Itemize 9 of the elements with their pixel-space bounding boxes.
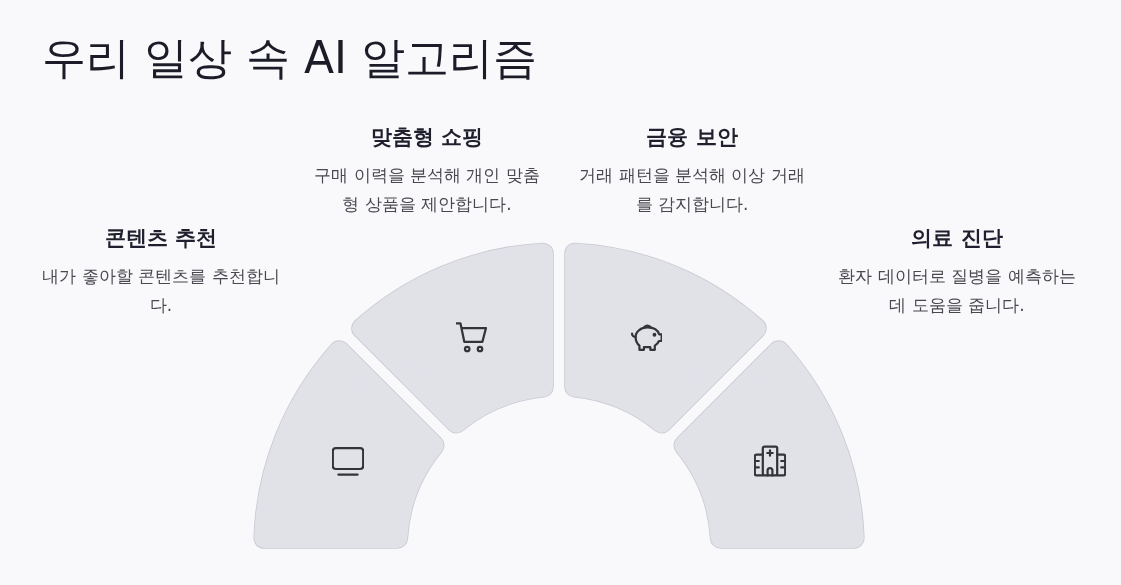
diagram-title: 우리 일상 속 AI 알고리즘 xyxy=(42,31,538,85)
segment-description: 거래 패턴을 분석해 이상 거래를 감지합니다. xyxy=(578,164,806,216)
segment-heading: 의료 진단 xyxy=(911,225,1003,251)
segment-heading: 맞춤형 쇼핑 xyxy=(370,124,484,150)
segment-description: 내가 좋아할 콘텐츠를 추천합니다. xyxy=(42,265,280,317)
segment-description: 환자 데이터로 질병을 예측하는 데 도움을 줍니다. xyxy=(838,265,1076,317)
segment-description: 구매 이력을 분석해 개인 맞춤형 상품을 제안합니다. xyxy=(313,164,541,216)
segment-heading: 콘텐츠 추천 xyxy=(104,225,218,251)
segment-heading: 금융 보안 xyxy=(646,124,738,150)
